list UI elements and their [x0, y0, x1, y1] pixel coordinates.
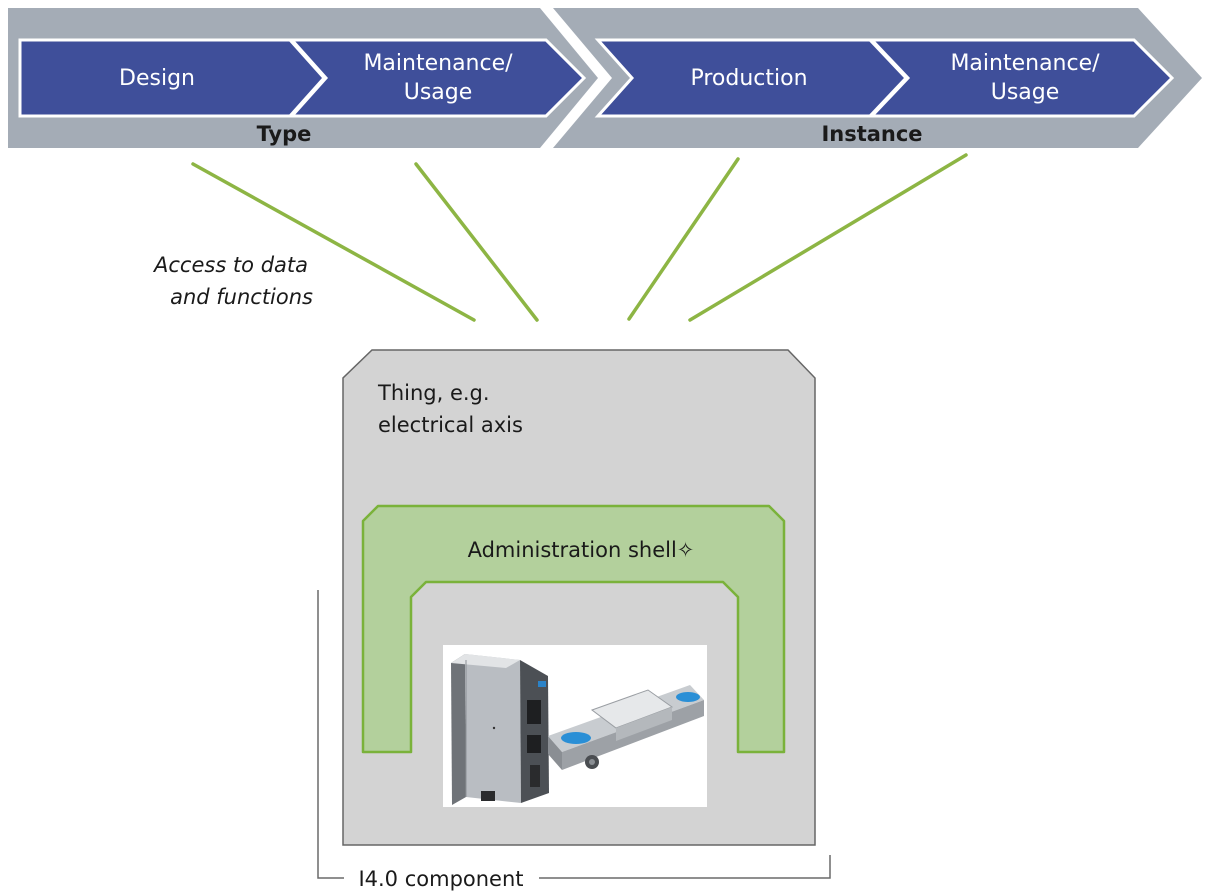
phase-instance-maintenance-label-line1: Maintenance/ [950, 51, 1100, 76]
component-bracket-right [539, 855, 831, 879]
component-bracket-left [317, 590, 344, 879]
phase-type-maintenance-label-line1: Maintenance/ [363, 51, 513, 76]
phase-type-maintenance-label-line2: Usage [404, 80, 473, 105]
linear-axis-illustration [548, 685, 704, 770]
phase-type-maintenance-chevron [288, 38, 587, 118]
connector-instance-maintenance [688, 153, 968, 322]
instance-band-label: Instance [821, 122, 922, 146]
electrical-axis-image [443, 645, 707, 807]
connector-type-maintenance [414, 162, 539, 322]
type-band-label: Type [257, 122, 312, 146]
phase-instance-maintenance-label-line2: Usage [991, 80, 1060, 105]
thing-label-line2: electrical axis [378, 413, 523, 437]
motor-controller-illustration [451, 654, 549, 805]
connector-design [191, 162, 476, 322]
access-label-line2: and functions [170, 285, 313, 309]
phase-design-label: Design [119, 66, 195, 91]
administration-shell-label: Administration shell✧ [468, 538, 695, 562]
component-label: I4.0 component [358, 867, 523, 891]
connector-production [627, 157, 740, 321]
access-label-line1: Access to data [152, 253, 308, 277]
phase-instance-maintenance-chevron [868, 38, 1175, 118]
access-connectors [191, 153, 968, 322]
phase-production-label: Production [690, 66, 807, 91]
thing-label-line1: Thing, e.g. [377, 381, 490, 405]
administration-shell [361, 504, 786, 754]
